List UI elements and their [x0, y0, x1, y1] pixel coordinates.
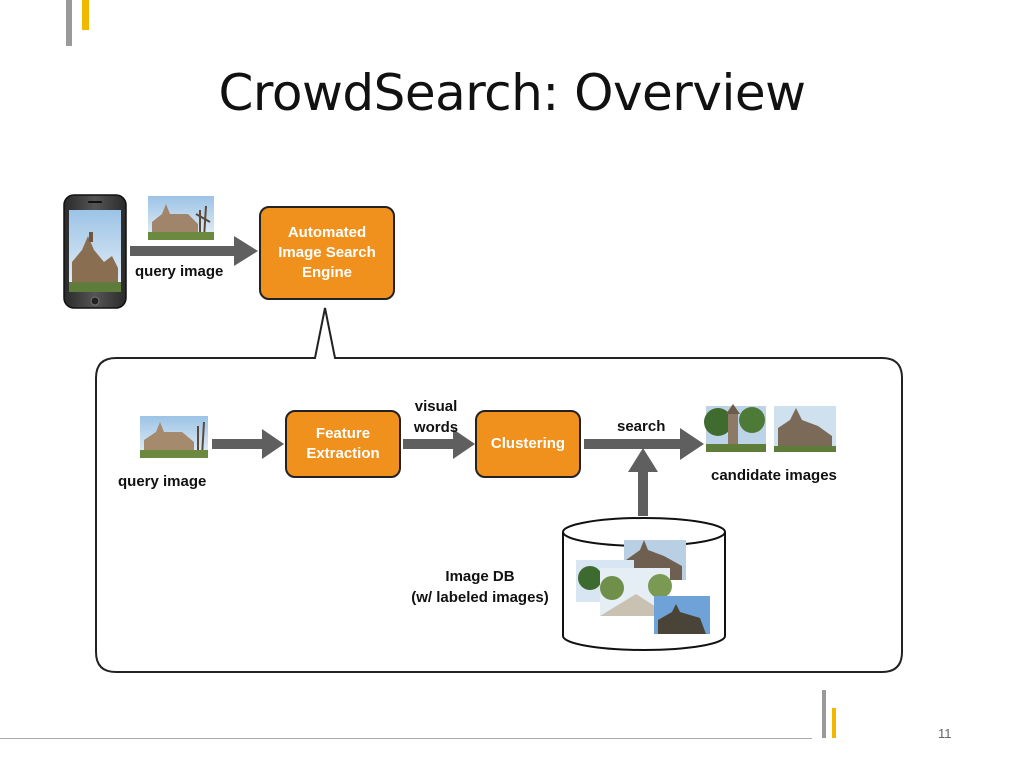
feature-extraction-box: Feature Extraction [285, 410, 401, 478]
automated-engine-label: Automated Image Search Engine [278, 224, 376, 281]
visual-words-label: visual words [413, 398, 459, 436]
church-thumbnail-query [140, 416, 208, 458]
bottom-accent-gray-bar [822, 690, 826, 738]
clustering-label: Clustering [490, 435, 566, 452]
arrow-feature-to-clustering [403, 429, 475, 459]
db-image-4 [654, 596, 710, 634]
image-db-sublabel: (w/ labeled images) [411, 589, 549, 606]
search-label: search [617, 418, 666, 435]
church-thumbnail-top [148, 196, 214, 240]
top-accent-gray-bar [66, 0, 72, 46]
arrow-clustering-to-candidates [584, 428, 704, 460]
slide-title: CrowdSearch: Overview [218, 64, 806, 122]
db-image-collage [576, 540, 710, 634]
candidate-images-label: candidate images [711, 467, 837, 484]
arrow-db-to-search [628, 448, 658, 516]
pipeline-query-image-label: query image [118, 473, 207, 490]
bottom-rule [0, 738, 812, 739]
top-query-image-label: query image [135, 263, 224, 280]
image-db-label: Image DB [445, 568, 515, 585]
db-image-3 [600, 568, 672, 616]
page-number: 11 [938, 726, 952, 741]
top-accent-yellow-bar [82, 0, 89, 30]
candidate-image-1 [704, 404, 766, 452]
phone-icon [63, 194, 127, 309]
bottom-accent-yellow-bar [832, 708, 836, 738]
arrow-query-to-engine [130, 236, 258, 266]
candidate-image-2 [774, 406, 836, 452]
feature-extraction-label: Feature Extraction [306, 425, 380, 462]
clustering-box: Clustering [475, 410, 581, 478]
arrow-query-to-feature [212, 429, 284, 459]
pipeline-container [95, 307, 903, 673]
automated-image-search-engine-box: Automated Image Search Engine [259, 206, 395, 300]
